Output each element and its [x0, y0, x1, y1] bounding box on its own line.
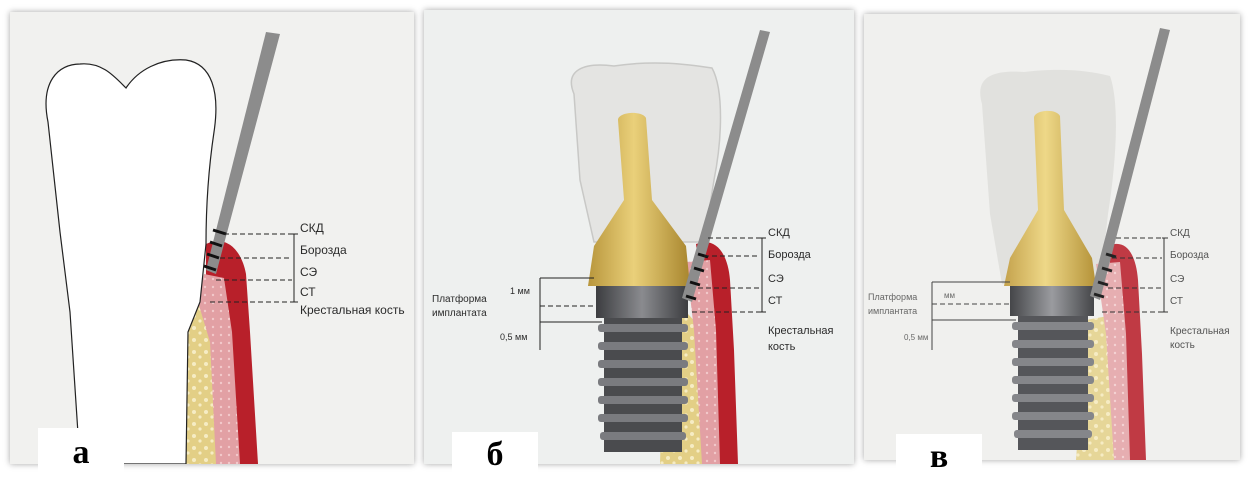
- panel-b-implant-crown: СКД Борозда СЭ СТ Крестальная кость 1 мм…: [424, 10, 854, 464]
- panel-v-implant-crown: СКД Борозда СЭ СТ Крестальная кость мм П…: [864, 14, 1240, 460]
- implant-diagram-b: СКД Борозда СЭ СТ Крестальная кость 1 мм…: [424, 10, 854, 464]
- label-st: СТ: [1170, 296, 1183, 307]
- label-se: СЭ: [300, 265, 318, 279]
- label-platform: Платформа: [868, 292, 917, 302]
- panel-letter-v: в: [896, 434, 982, 476]
- label-crestal: Крестальная: [768, 325, 834, 337]
- label-bone: кость: [768, 341, 796, 353]
- label-implant: имплантата: [432, 308, 487, 319]
- label-skd: СКД: [1170, 228, 1190, 239]
- label-sulcus: Борозда: [300, 243, 347, 257]
- label-sulcus: Борозда: [1170, 250, 1209, 261]
- natural-tooth-diagram: СКД Борозда СЭ СТ Крестальная кость: [10, 12, 414, 464]
- implant-collar: [1010, 286, 1094, 316]
- label-se: СЭ: [768, 273, 784, 285]
- label-1mm: 1 мм: [510, 286, 530, 296]
- label-platform: Платформа: [432, 293, 487, 305]
- label-crestal: Крестальная: [1170, 326, 1230, 337]
- level-lines-left: [540, 278, 602, 350]
- label-05mm: 0,5 мм: [500, 332, 527, 342]
- label-bone: кость: [1170, 340, 1195, 351]
- bracket-right: [1162, 238, 1168, 312]
- label-st: СТ: [768, 295, 783, 307]
- label-crestal-bone: Крестальная кость: [300, 303, 405, 317]
- implant-threads: [1012, 316, 1094, 450]
- label-skd: СКД: [300, 221, 324, 235]
- label-se: СЭ: [1170, 274, 1184, 285]
- periodontal-probe: [206, 32, 280, 274]
- label-st: СТ: [300, 285, 316, 299]
- panel-letter-a: а: [38, 428, 124, 476]
- bracket: [292, 234, 298, 302]
- bracket-right: [760, 238, 766, 312]
- panel-a-natural-tooth: СКД Борозда СЭ СТ Крестальная кость: [10, 12, 414, 464]
- implant-threads: [598, 318, 688, 452]
- label-skd: СКД: [768, 227, 790, 239]
- implant-collar: [596, 286, 688, 318]
- label-05mm: 0,5 мм: [904, 333, 928, 342]
- label-sulcus: Борозда: [768, 249, 812, 261]
- label-implant: имплантата: [868, 306, 917, 316]
- implant-diagram-v: СКД Борозда СЭ СТ Крестальная кость мм П…: [864, 14, 1240, 460]
- panel-letter-b: б: [452, 432, 538, 476]
- label-mm: мм: [944, 291, 955, 300]
